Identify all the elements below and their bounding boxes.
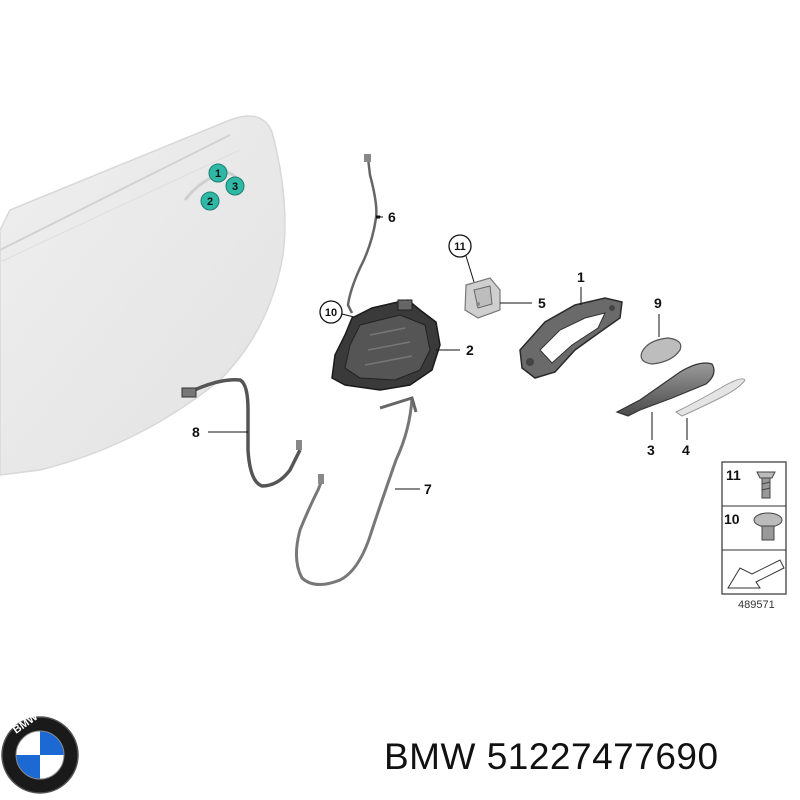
door-marker-3: 3	[225, 176, 245, 196]
flange-screw-icon	[753, 512, 783, 541]
svg-text:11: 11	[454, 241, 466, 253]
part-4-trim-strip	[675, 378, 746, 417]
callout-8: 8	[192, 424, 248, 440]
svg-text:8: 8	[192, 424, 200, 440]
callout-10: 10	[319, 300, 359, 324]
door-marker-1: 1	[208, 163, 228, 183]
screw-legend: 11 10	[721, 461, 787, 595]
callout-7: 7	[395, 481, 432, 497]
arrow-icon	[727, 559, 785, 589]
part-number-caption: BMW 51227477690	[384, 736, 719, 777]
callout-3: 3	[647, 412, 655, 458]
bmw-logo: BMW	[1, 711, 79, 794]
svg-text:7: 7	[424, 481, 432, 497]
svg-text:3: 3	[232, 181, 238, 193]
svg-text:5: 5	[538, 295, 546, 311]
svg-text:1: 1	[577, 269, 585, 285]
part-9-cover-cap	[640, 337, 682, 365]
part-3-outer-handle	[615, 362, 715, 417]
part-1-handle-carrier	[519, 297, 623, 379]
svg-text:4: 4	[682, 442, 690, 458]
svg-text:6: 6	[388, 209, 396, 225]
part-8-cable	[181, 378, 302, 488]
svg-text:1: 1	[215, 168, 221, 180]
svg-text:10: 10	[325, 307, 337, 319]
part-6-rod	[346, 154, 378, 314]
callout-2: 2	[436, 342, 474, 358]
svg-text:10: 10	[724, 511, 740, 527]
part-2-lock-module	[331, 299, 441, 391]
callout-6: 6	[376, 209, 396, 225]
svg-text:2: 2	[207, 196, 213, 208]
door-marker-2: 2	[200, 191, 220, 211]
door-panel	[0, 115, 286, 476]
reference-number: 489571	[738, 599, 775, 611]
part-5-striker	[464, 277, 501, 319]
callout-4: 4	[682, 418, 690, 458]
callout-9: 9	[654, 295, 662, 337]
svg-text:2: 2	[466, 342, 474, 358]
part-7-bowden-cable	[295, 396, 418, 586]
svg-text:9: 9	[654, 295, 662, 311]
callout-11: 11	[448, 234, 475, 283]
svg-text:3: 3	[647, 442, 655, 458]
callout-5: 5	[500, 295, 546, 311]
screw-icon	[756, 471, 776, 499]
callout-1: 1	[577, 269, 585, 305]
svg-text:11: 11	[726, 467, 741, 483]
